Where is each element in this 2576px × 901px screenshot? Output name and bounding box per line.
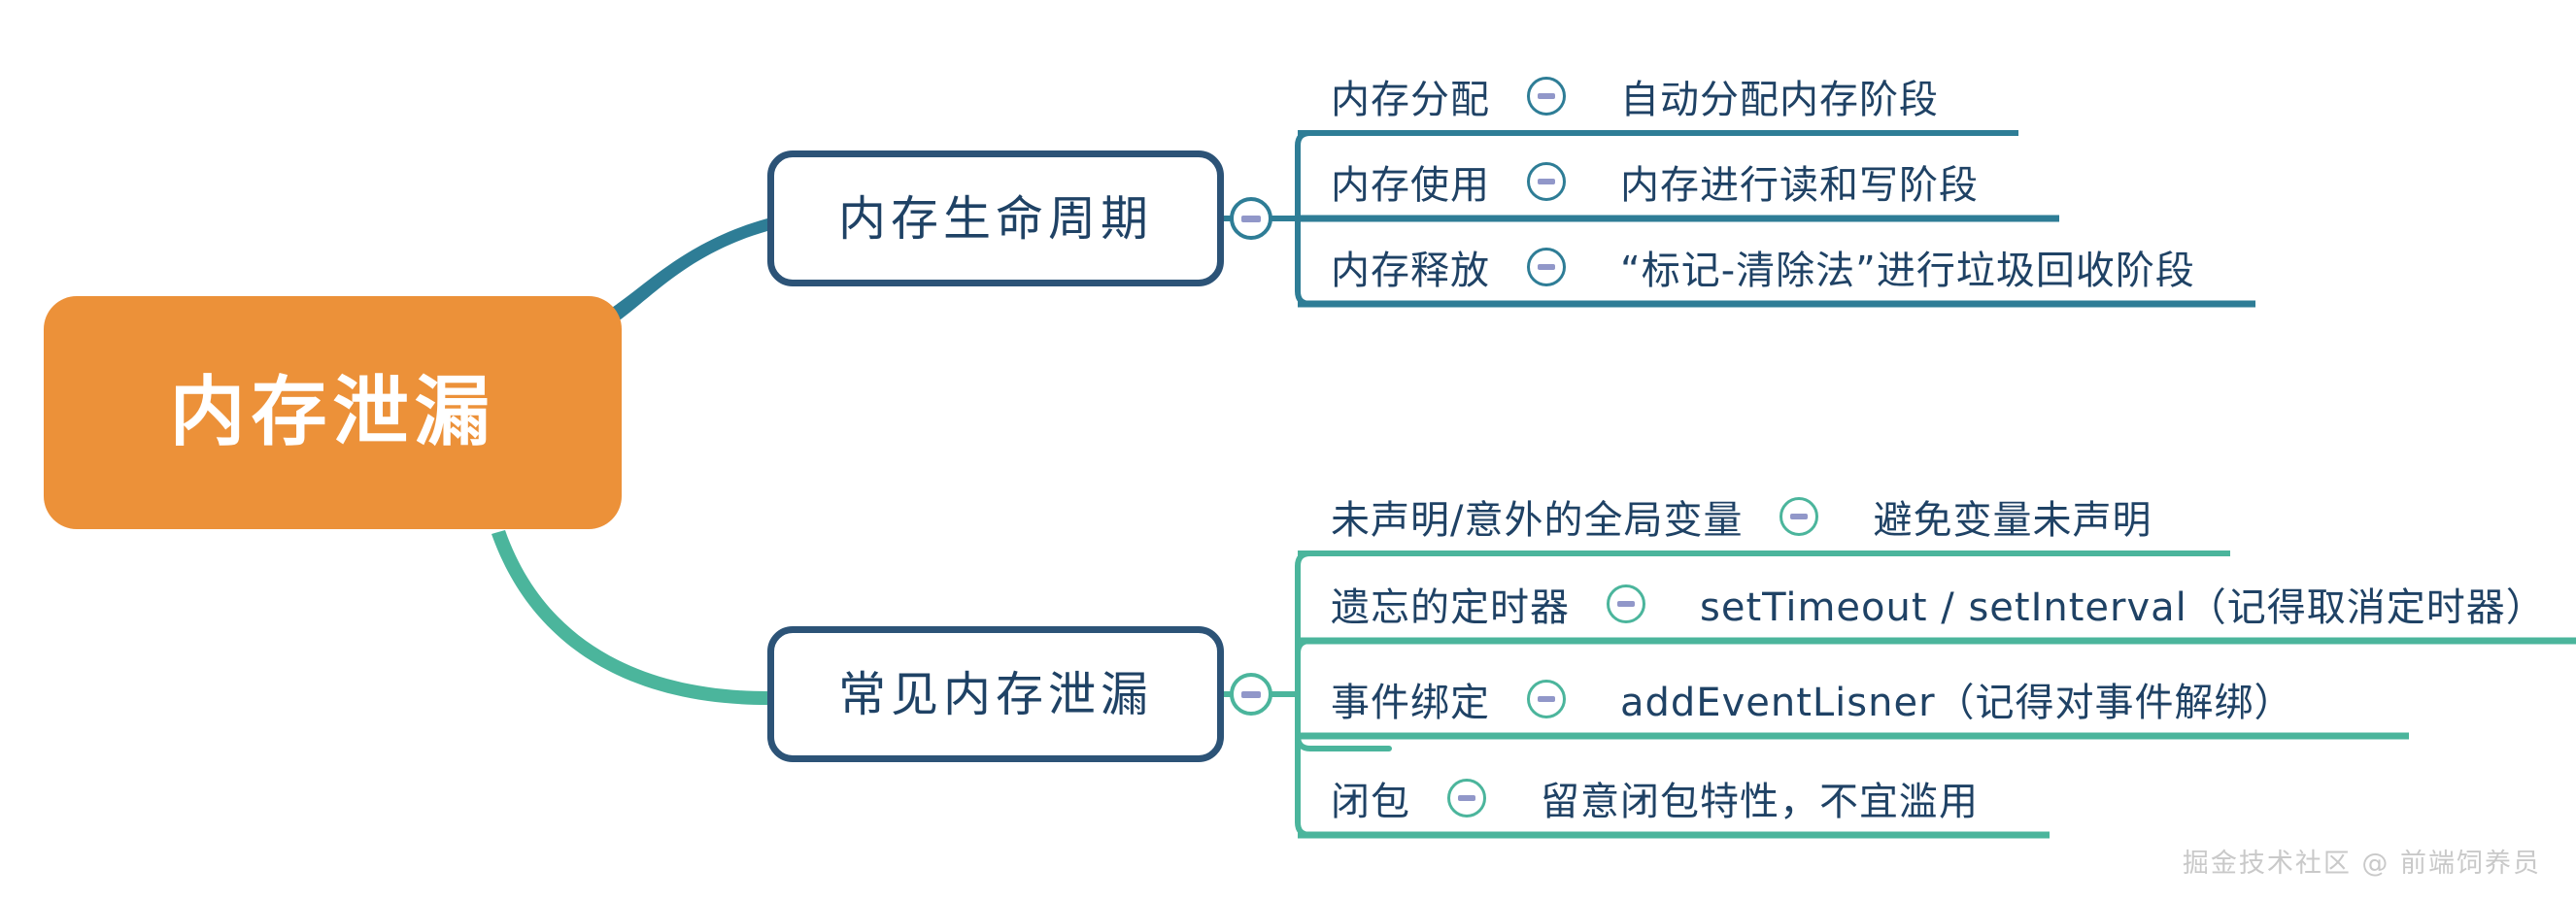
minus-glyph: [1790, 514, 1809, 519]
leaf-title: 事件绑定: [1331, 681, 1490, 725]
minus-glyph: [1617, 601, 1635, 607]
minus-glyph: [1241, 215, 1261, 222]
leaf-title: 未声明/意外的全局变量: [1331, 498, 1744, 543]
link-root-to-common: [491, 530, 767, 705]
leaf-detail: 内存进行读和写阶段: [1620, 163, 1979, 208]
leaf-row[interactable]: 内存使用 内存进行读和写阶段: [1331, 146, 1979, 217]
minus-circle-icon[interactable]: [1447, 779, 1486, 818]
minus-circle-icon[interactable]: [1527, 680, 1566, 718]
minus-circle-icon[interactable]: [1779, 497, 1819, 536]
watermark: 掘金技术社区 @ 前端饲养员: [2182, 849, 2541, 879]
root-node[interactable]: 内存泄漏: [44, 296, 622, 529]
minus-circle-icon[interactable]: [1527, 248, 1566, 286]
minus-circle-icon[interactable]: [1607, 584, 1645, 623]
leaf-detail: 自动分配内存阶段: [1620, 78, 1939, 122]
leaf-detail: 留意闭包特性，不宜滥用: [1541, 780, 1979, 824]
leaf-row[interactable]: 内存分配 自动分配内存阶段: [1331, 60, 1939, 132]
leaf-row[interactable]: 事件绑定 addEventLisner（记得对事件解绑）: [1331, 663, 2294, 735]
branch-node-common-memory-leaks[interactable]: 常见内存泄漏: [767, 626, 1224, 762]
root-node-label: 内存泄漏: [169, 369, 496, 456]
leaf-title: 闭包: [1331, 780, 1410, 824]
leaf-title: 内存使用: [1331, 163, 1490, 208]
minus-glyph: [1458, 795, 1475, 801]
branch-node-label: 常见内存泄漏: [837, 666, 1153, 722]
leaf-title: 内存释放: [1331, 249, 1490, 293]
leaf-row[interactable]: 未声明/意外的全局变量 避免变量未声明: [1331, 481, 2152, 552]
leaf-detail: addEventLisner（记得对事件解绑）: [1620, 681, 2294, 725]
link-root-to-lifecycle: [602, 218, 767, 324]
leaf-detail: “标记-清除法”进行垃圾回收阶段: [1620, 249, 2195, 293]
minus-circle-icon[interactable]: [1230, 197, 1272, 240]
minus-glyph: [1538, 696, 1555, 702]
minus-glyph: [1241, 690, 1261, 698]
leaf-row[interactable]: 内存释放 “标记-清除法”进行垃圾回收阶段: [1331, 231, 2195, 303]
leaf-detail: setTimeout / setInterval（记得取消定时器）: [1700, 585, 2546, 630]
branch-node-label: 内存生命周期: [837, 190, 1153, 247]
branch-node-memory-lifecycle[interactable]: 内存生命周期: [767, 150, 1224, 286]
minus-glyph: [1538, 264, 1555, 270]
minus-glyph: [1538, 179, 1555, 184]
minus-circle-icon[interactable]: [1527, 162, 1566, 201]
leaf-title: 遗忘的定时器: [1331, 585, 1570, 630]
minus-glyph: [1538, 93, 1555, 99]
leaf-detail: 避免变量未声明: [1873, 498, 2152, 543]
leaf-row[interactable]: 遗忘的定时器 setTimeout / setInterval（记得取消定时器）: [1331, 568, 2546, 640]
minus-circle-icon[interactable]: [1230, 673, 1272, 716]
leaf-row[interactable]: 闭包 留意闭包特性，不宜滥用: [1331, 762, 1979, 834]
minus-circle-icon[interactable]: [1527, 77, 1566, 116]
leaf-title: 内存分配: [1331, 78, 1490, 122]
